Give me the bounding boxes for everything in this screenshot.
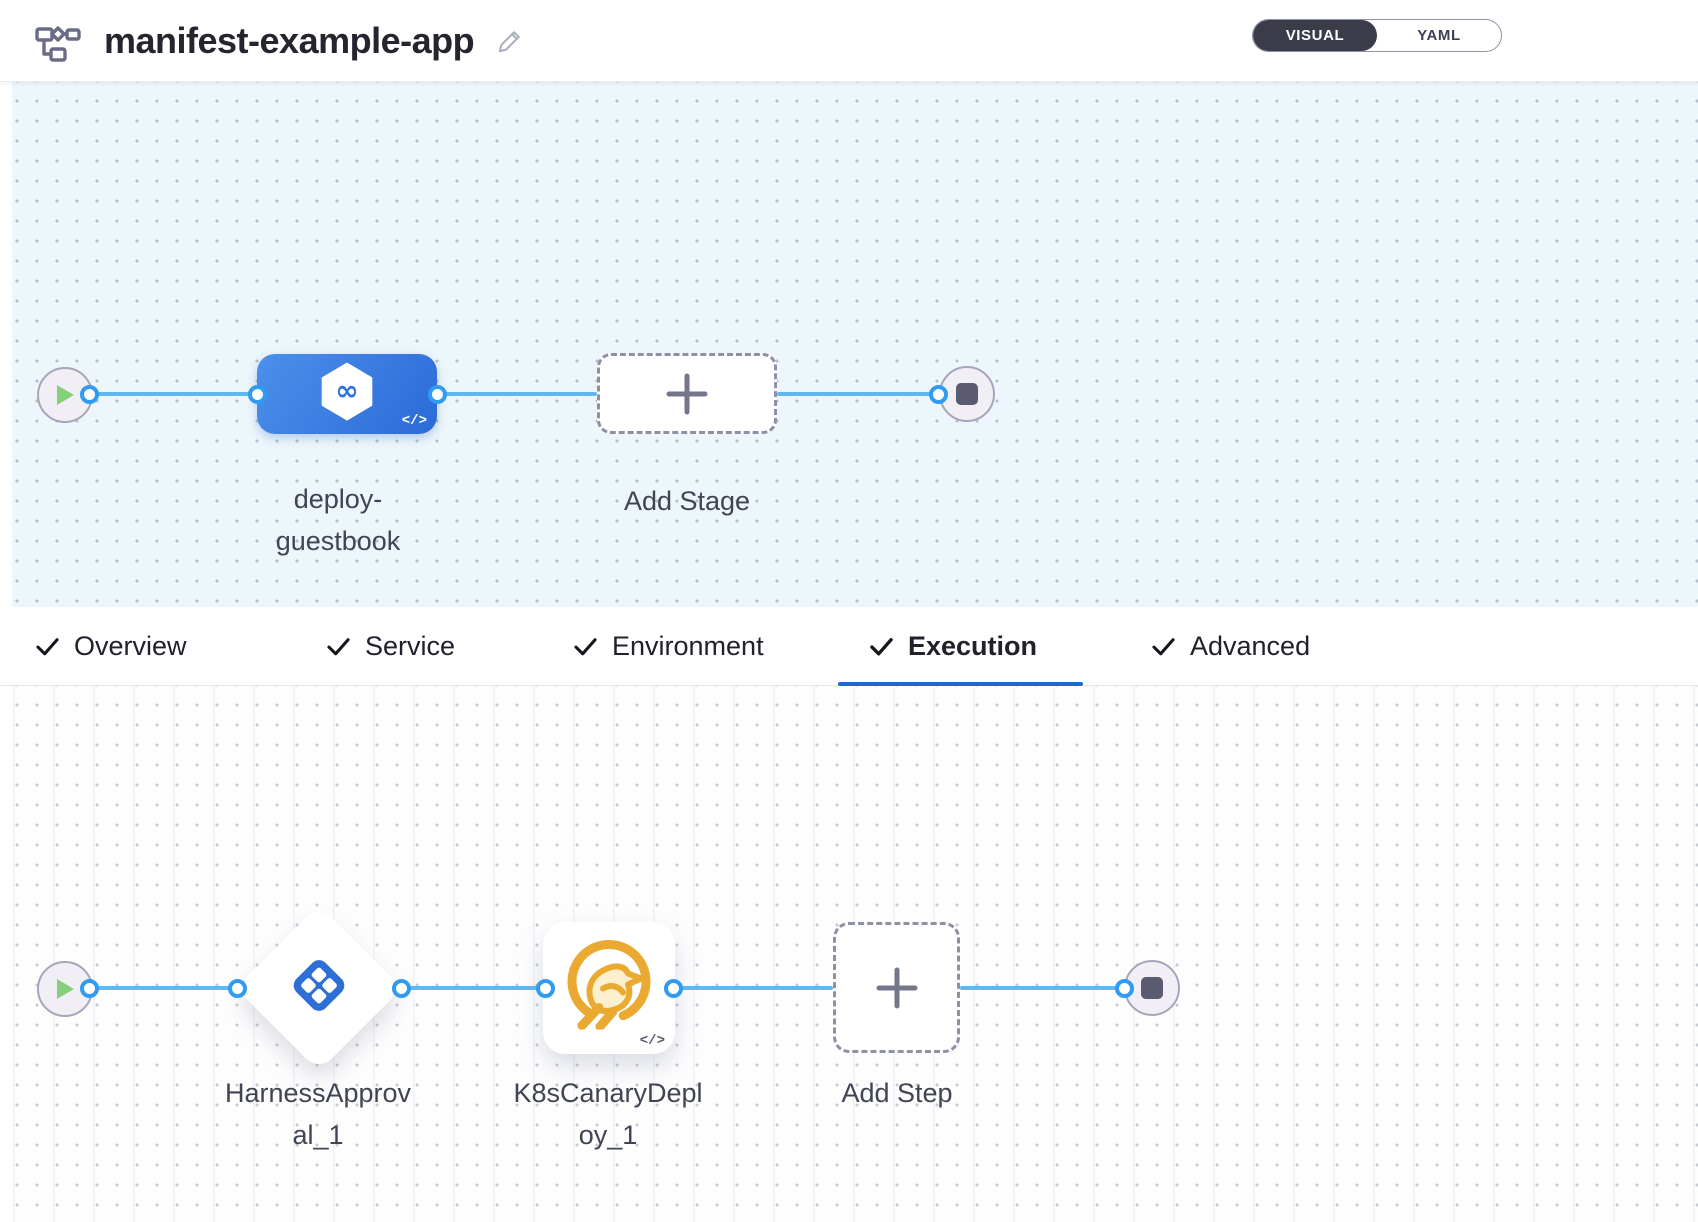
step-label-harness-approval: HarnessApprov al_1 bbox=[168, 1072, 468, 1156]
stage-cd-icon: ∞ bbox=[317, 361, 377, 428]
code-badge[interactable]: </> bbox=[401, 413, 427, 429]
stage-tabbar: Overview Service Environment Execution A… bbox=[0, 607, 1698, 686]
add-step-label: Add Step bbox=[841, 1078, 953, 1108]
play-icon bbox=[57, 979, 74, 999]
stage-node-label: deploy- guestbook bbox=[188, 478, 488, 562]
page-title: manifest-example-app bbox=[104, 19, 475, 61]
connector-line bbox=[89, 392, 257, 396]
header: manifest-example-app VISUAL YAML bbox=[0, 0, 1698, 82]
stage-label-line2: guestbook bbox=[275, 526, 401, 556]
step-node-harness-approval[interactable] bbox=[235, 904, 403, 1072]
tab-execution[interactable]: Execution bbox=[868, 607, 1037, 686]
step-label-line2: al_1 bbox=[292, 1120, 344, 1150]
stage-node-deploy-guestbook[interactable]: ∞ </> bbox=[257, 354, 437, 434]
stop-icon bbox=[956, 383, 978, 405]
execution-canvas: </> HarnessApprov al_1 K8sCanaryDepl oy_… bbox=[0, 686, 1698, 1222]
canvas-left-gutter bbox=[0, 82, 12, 607]
step-label-line1: K8sCanaryDepl bbox=[513, 1078, 703, 1108]
tab-label: Environment bbox=[612, 631, 764, 661]
tab-label: Advanced bbox=[1190, 631, 1311, 661]
svg-text:∞: ∞ bbox=[335, 374, 358, 407]
tab-overview[interactable]: Overview bbox=[34, 607, 187, 686]
tab-advanced[interactable]: Advanced bbox=[1150, 607, 1310, 686]
stop-icon bbox=[1141, 977, 1163, 999]
check-icon bbox=[36, 638, 59, 656]
add-stage-label: Add Stage bbox=[623, 486, 751, 516]
tab-label: Overview bbox=[74, 631, 187, 661]
code-badge[interactable]: </> bbox=[639, 1033, 665, 1049]
canvas-left-gutter bbox=[0, 686, 12, 1222]
check-icon bbox=[574, 638, 597, 656]
step-node-k8s-canary-deploy[interactable]: </> bbox=[543, 922, 675, 1054]
add-step-button[interactable] bbox=[833, 922, 960, 1053]
tab-environment[interactable]: Environment bbox=[572, 607, 764, 686]
toggle-visual[interactable]: VISUAL bbox=[1253, 20, 1377, 51]
connector-port[interactable] bbox=[664, 979, 683, 998]
connector-line bbox=[89, 986, 237, 990]
step-label-k8s-canary: K8sCanaryDepl oy_1 bbox=[458, 1072, 758, 1156]
harness-approval-icon bbox=[286, 953, 352, 1024]
pipeline-icon bbox=[34, 19, 82, 63]
stage-label-line1: deploy- bbox=[293, 484, 383, 514]
connector-port[interactable] bbox=[392, 979, 411, 998]
tab-label: Execution bbox=[908, 631, 1038, 661]
plus-icon bbox=[666, 373, 708, 414]
check-icon bbox=[870, 638, 893, 656]
connector-port[interactable] bbox=[428, 385, 447, 404]
play-icon bbox=[57, 385, 74, 405]
connector-port[interactable] bbox=[248, 385, 267, 404]
active-tab-underline bbox=[838, 682, 1083, 686]
connector-line bbox=[401, 986, 545, 990]
plus-icon bbox=[876, 967, 917, 1008]
view-toggle: VISUAL YAML bbox=[1252, 19, 1502, 52]
canary-bird-icon bbox=[561, 934, 657, 1035]
toggle-yaml[interactable]: YAML bbox=[1417, 27, 1461, 44]
edit-pencil-icon[interactable] bbox=[496, 27, 524, 55]
connector-port[interactable] bbox=[80, 385, 99, 404]
connector-port[interactable] bbox=[80, 979, 99, 998]
connector-port[interactable] bbox=[228, 979, 247, 998]
step-label-line1: HarnessApprov bbox=[224, 1078, 412, 1108]
connector-line bbox=[437, 392, 597, 396]
stage-canvas: ∞ </> deploy- guestbook Add Stage bbox=[0, 82, 1698, 607]
tab-service[interactable]: Service bbox=[325, 607, 455, 686]
connector-port[interactable] bbox=[536, 979, 555, 998]
check-icon bbox=[1152, 638, 1175, 656]
check-icon bbox=[327, 638, 350, 656]
connector-line bbox=[777, 392, 938, 396]
connector-line bbox=[673, 986, 833, 990]
connector-port[interactable] bbox=[1115, 979, 1134, 998]
step-label-line2: oy_1 bbox=[578, 1120, 638, 1150]
add-stage-button[interactable] bbox=[597, 353, 777, 434]
connector-port[interactable] bbox=[929, 385, 948, 404]
connector-line bbox=[960, 986, 1124, 990]
tab-label: Service bbox=[365, 631, 456, 661]
